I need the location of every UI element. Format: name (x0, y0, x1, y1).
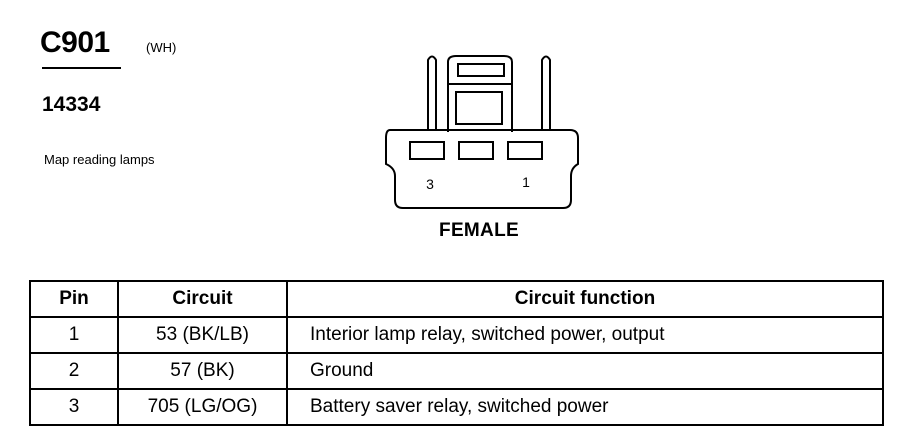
table-row: 3 705 (LG/OG) Battery saver relay, switc… (29, 388, 884, 426)
connector-diagram: 3 1 (385, 55, 579, 209)
pin-label-1: 1 (522, 174, 530, 190)
left-latch-arm (427, 55, 437, 130)
circuit-cell: 53 (BK/LB) (117, 316, 288, 354)
function-cell: Interior lamp relay, switched power, out… (286, 316, 884, 354)
view-label: FEMALE (439, 220, 519, 241)
connector-description: Map reading lamps (44, 152, 155, 167)
table-header-row: Pin Circuit Circuit function (29, 280, 884, 318)
right-latch-arm (541, 55, 551, 130)
pin-cell: 2 (29, 352, 119, 390)
pin-cell: 3 (29, 388, 119, 426)
center-lock-tab (447, 55, 513, 132)
part-number: 14334 (42, 93, 101, 116)
connector-id: C901 (40, 26, 110, 59)
pin-cell: 1 (29, 316, 119, 354)
function-cell: Ground (286, 352, 884, 390)
header-circuit: Circuit (117, 280, 288, 318)
circuit-cell: 57 (BK) (117, 352, 288, 390)
table-row: 2 57 (BK) Ground (29, 352, 884, 390)
header-circuit-function: Circuit function (286, 280, 884, 318)
header-pin: Pin (29, 280, 119, 318)
pin-cavity-3 (409, 141, 445, 160)
connector-header: C901 (WH) (40, 26, 176, 60)
pin-table: Pin Circuit Circuit function 1 53 (BK/LB… (29, 280, 884, 426)
connector-id-underline (42, 67, 121, 69)
table-row: 1 53 (BK/LB) Interior lamp relay, switch… (29, 316, 884, 354)
pin-cavity-2 (458, 141, 494, 160)
connector-body (385, 129, 579, 209)
pin-cavity-1 (507, 141, 543, 160)
lock-tab-slot (457, 63, 505, 77)
lock-window (455, 91, 503, 125)
function-cell: Battery saver relay, switched power (286, 388, 884, 426)
pin-label-3: 3 (426, 176, 434, 192)
circuit-cell: 705 (LG/OG) (117, 388, 288, 426)
connector-color: (WH) (146, 40, 177, 55)
